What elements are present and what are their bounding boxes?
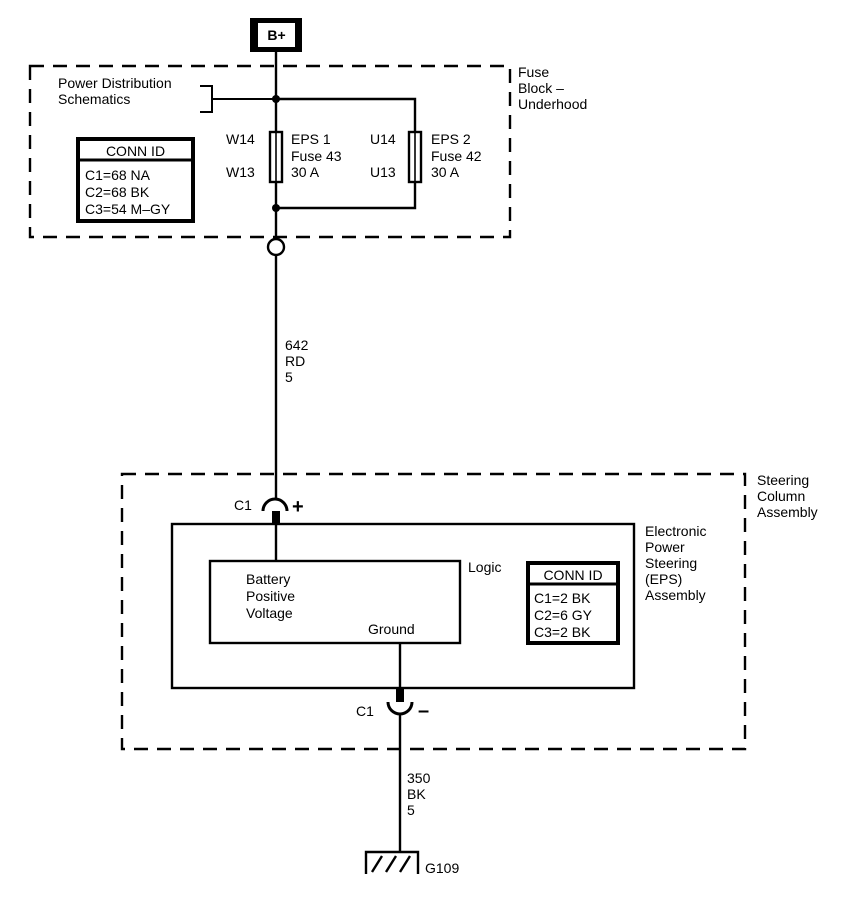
eps-name-line-2: Power xyxy=(645,539,685,555)
fuse-bus-top xyxy=(276,97,417,132)
fuse2-number: Fuse 42 xyxy=(431,148,482,164)
supply-wire-circuit: 642 xyxy=(285,337,309,353)
logic-label: Logic xyxy=(468,559,501,575)
eps-name-line-3: Steering xyxy=(645,555,697,571)
eps-name-line-1: Electronic xyxy=(645,523,706,539)
ground-label: G109 xyxy=(425,860,459,876)
ground-symbol: G109 xyxy=(364,850,459,876)
battery-voltage-line-3: Voltage xyxy=(246,605,293,621)
eps-assembly-box xyxy=(170,522,636,690)
battery-label: B+ xyxy=(267,27,285,43)
steering-column-name-line-3: Assembly xyxy=(757,504,818,520)
battery-voltage-line-1: Battery xyxy=(246,571,290,587)
fuse2-bottom-terminal: U13 xyxy=(370,164,396,180)
eps-conn-id-row: C2=6 GY xyxy=(534,607,593,623)
fuse2-name: EPS 2 xyxy=(431,131,471,147)
ground-wire-circuit: 350 xyxy=(407,770,431,786)
fuse1-top-terminal: W14 xyxy=(226,131,255,147)
supply-wire-gauge: 5 xyxy=(285,369,293,385)
fuse1-number: Fuse 43 xyxy=(291,148,342,164)
fuse2-rating: 30 A xyxy=(431,164,460,180)
fuse1-rating: 30 A xyxy=(291,164,320,180)
fuse2-top-terminal: U14 xyxy=(370,131,396,147)
supply-wire-color: RD xyxy=(285,353,305,369)
battery-supply-label: B+ xyxy=(250,18,302,52)
fuse-block-name-line-2: Block – xyxy=(518,80,564,96)
ground-wire-color: BK xyxy=(407,786,426,802)
battery-voltage-line-2: Positive xyxy=(246,588,295,604)
eps-conn-id-row: C1=2 BK xyxy=(534,590,591,606)
ground-terminal-label: Ground xyxy=(368,621,415,637)
fuse-block-conn-id-row: C2=68 BK xyxy=(85,184,150,200)
fuse-block-conn-id-box: CONN ID C1=68 NA C2=68 BK C3=54 M–GY xyxy=(76,137,195,223)
fuse-block-name-line-3: Underhood xyxy=(518,96,587,112)
steering-column-name-line-2: Column xyxy=(757,488,805,504)
eps-conn-id-row: C3=2 BK xyxy=(534,624,591,640)
inline-connector xyxy=(266,237,286,257)
fuse-bus-bottom xyxy=(274,182,417,210)
power-distribution-line-1: Power Distribution xyxy=(58,75,172,91)
fuse-block-conn-id-header: CONN ID xyxy=(106,143,165,159)
fuse-block-boundary xyxy=(28,64,512,239)
eps-name-line-5: Assembly xyxy=(645,587,706,603)
fuse-block-conn-id-row: C1=68 NA xyxy=(85,167,151,183)
connector-c1-negative: C1 – xyxy=(356,688,429,722)
connector-top-label: C1 xyxy=(234,497,252,513)
connector-bottom-polarity: – xyxy=(418,700,429,722)
eps-conn-id-header: CONN ID xyxy=(543,567,602,583)
steering-column-name-line-1: Steering xyxy=(757,472,809,488)
fuse-eps1: W14 W13 EPS 1 Fuse 43 30 A xyxy=(226,130,342,184)
connector-c1-positive: C1 + xyxy=(234,496,304,524)
logic-box xyxy=(208,559,462,645)
fuse1-bottom-terminal: W13 xyxy=(226,164,255,180)
power-distribution-line-2: Schematics xyxy=(58,91,130,107)
fuse-block-conn-id-row: C3=54 M–GY xyxy=(85,201,171,217)
fuse-block-name-line-1: Fuse xyxy=(518,64,549,80)
steering-column-boundary xyxy=(120,472,747,751)
eps-conn-id-box: CONN ID C1=2 BK C2=6 GY C3=2 BK xyxy=(526,561,620,645)
ground-wire-gauge: 5 xyxy=(407,802,415,818)
fuse1-name: EPS 1 xyxy=(291,131,331,147)
splice-dot-bottom xyxy=(272,204,280,212)
connector-top-polarity: + xyxy=(292,496,304,518)
connector-bottom-label: C1 xyxy=(356,703,374,719)
power-distribution-bracket xyxy=(200,85,275,113)
splice-dot-top xyxy=(272,95,280,103)
eps-name-line-4: (EPS) xyxy=(645,571,682,587)
fuse-eps2: U14 U13 EPS 2 Fuse 42 30 A xyxy=(370,130,482,184)
